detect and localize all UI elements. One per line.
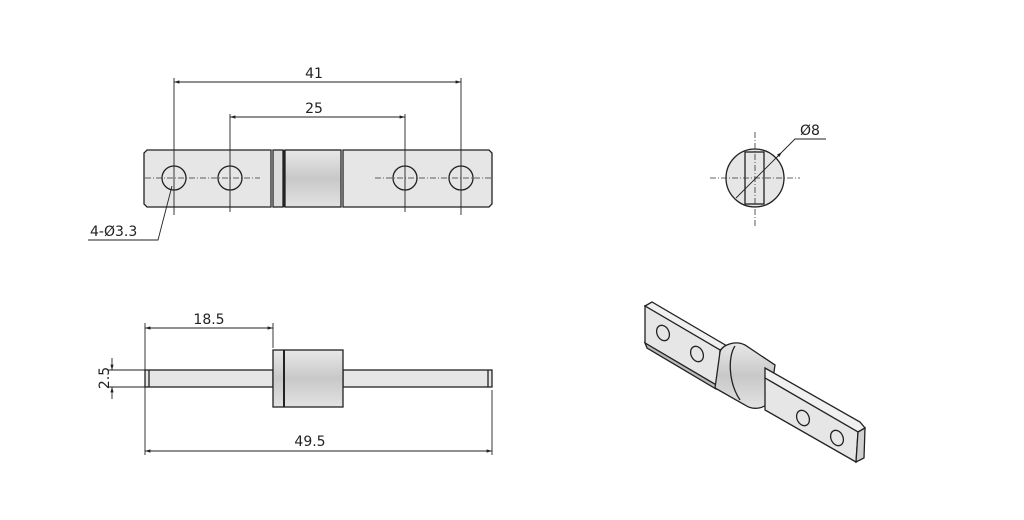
dim-41-label: 41 [305,66,323,82]
dim-diameter-label: Ø8 [800,123,820,139]
dim-25-label: 25 [305,101,323,117]
dim-18-5-label: 18.5 [193,312,224,328]
top-view: 41 25 4-Ø3.3 [88,66,493,241]
end-view: Ø8 [710,123,826,226]
hole-callout-label: 4-Ø3.3 [90,224,137,240]
side-view: 18.5 49.5 2.5 [97,312,493,455]
isometric-view [643,301,866,464]
dim-thickness-label: 2.5 [97,367,113,389]
dim-49-5-label: 49.5 [294,434,325,450]
